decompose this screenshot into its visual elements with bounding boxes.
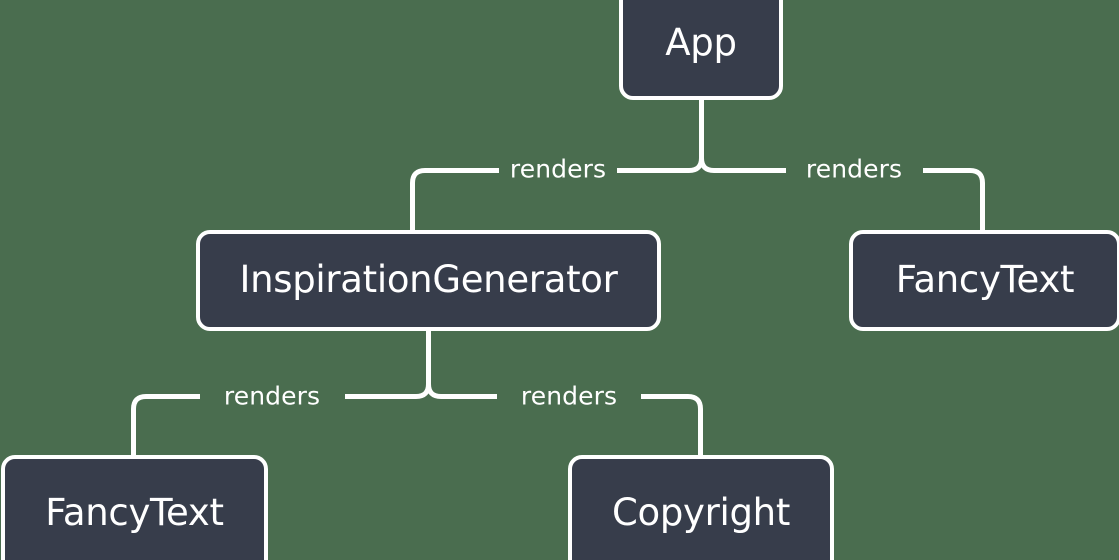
node-copyright-label: Copyright <box>611 491 791 534</box>
edge-ig-fancytext-corner <box>131 394 147 455</box>
node-inspiration-generator-label: InspirationGenerator <box>239 257 618 301</box>
edge-app-fancytext-corner <box>969 168 985 230</box>
edge-inspiration-junction-right <box>426 383 442 399</box>
edge-app-inspiration-corner <box>410 168 428 230</box>
edge-label-inspiration-generator-copyright: renders <box>520 381 618 411</box>
node-app-label: App <box>665 21 737 64</box>
edge-label-app-fancytext: renders <box>805 154 903 184</box>
node-fancytext-bottom-label: FancyText <box>45 491 224 534</box>
node-app[interactable]: App <box>619 0 783 100</box>
edge-label-app-inspiration-generator: renders <box>509 154 607 184</box>
node-fancytext-right-label: FancyText <box>895 257 1075 301</box>
node-fancytext-right[interactable]: FancyText <box>849 230 1119 331</box>
edge-ig-copyright-corner <box>687 394 703 455</box>
edge-label-inspiration-generator-fancytext: renders <box>223 381 321 411</box>
node-fancytext-bottom[interactable]: FancyText <box>1 455 268 560</box>
node-copyright[interactable]: Copyright <box>568 455 834 560</box>
edge-app-junction-right <box>699 157 715 173</box>
node-inspiration-generator[interactable]: InspirationGenerator <box>196 230 661 331</box>
